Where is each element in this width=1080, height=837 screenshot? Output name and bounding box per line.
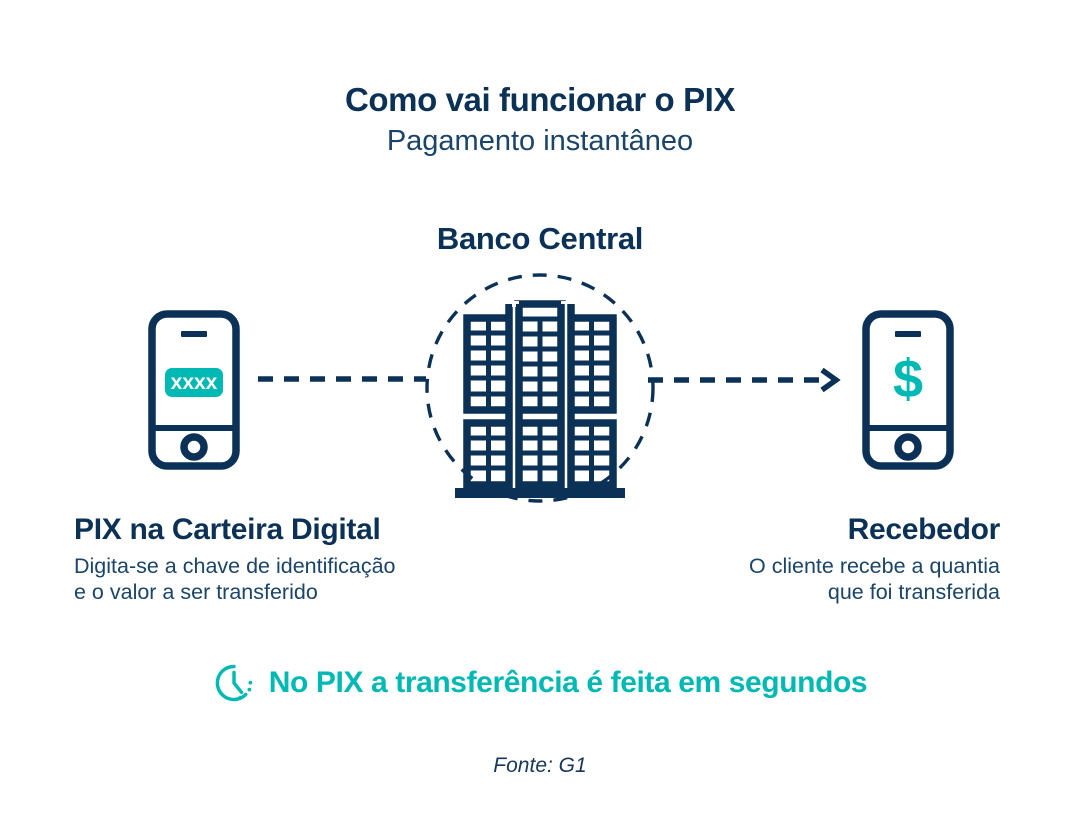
page-subtitle: Pagamento instantâneo (386, 125, 694, 157)
highlight-banner: No PIX a transferência é feita em segund… (0, 662, 1080, 704)
right-caption: Recebedor O cliente recebe a quantia que… (600, 512, 1000, 606)
left-caption: PIX na Carteira Digital Digita-se a chav… (74, 512, 514, 606)
smartphone-icon: $ (862, 310, 954, 470)
right-caption-line-1: O cliente recebe a quantia (749, 553, 1000, 578)
money-symbol-icon: $ (893, 349, 923, 409)
left-caption-line-2: e o valor a ser transferido (74, 580, 318, 605)
left-caption-heading: PIX na Carteira Digital (74, 513, 381, 546)
smartphone-icon: xxxx (148, 310, 240, 470)
right-caption-line-2: que foi transferida (827, 580, 1000, 605)
dashed-arrow-right-icon (648, 367, 841, 393)
key-badge-label: xxxx (171, 371, 218, 394)
page-title: Como vai funcionar o PIX (344, 81, 736, 118)
central-bank-node (420, 268, 660, 508)
source-label: Fonte: G1 (493, 754, 587, 777)
left-device: xxxx (148, 310, 240, 475)
speaker-slot-icon (181, 331, 207, 337)
left-caption-line-1: Digita-se a chave de identificação (74, 553, 396, 578)
dashed-line-icon (258, 376, 426, 382)
speaker-slot-icon (895, 331, 921, 337)
bank-building-icon (425, 273, 655, 503)
key-badge (165, 368, 223, 397)
dashed-circle (425, 273, 655, 503)
connector-left (258, 372, 428, 391)
home-button-icon (180, 433, 208, 461)
right-device: $ (862, 310, 954, 475)
right-caption-heading: Recebedor (847, 513, 1001, 546)
home-button-icon (894, 433, 922, 461)
central-node-heading: Banco Central (436, 221, 644, 256)
clock-icon (215, 664, 253, 702)
connector-right (648, 367, 844, 397)
highlight-text: No PIX a transferência é feita em segund… (268, 666, 868, 699)
